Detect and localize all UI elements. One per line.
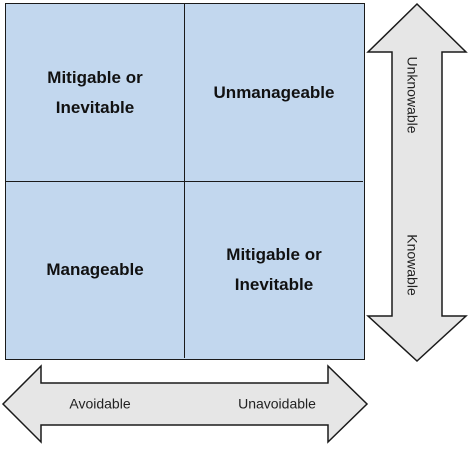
horizontal-arrow-shape	[1, 364, 369, 444]
horizontal-double-arrow: Avoidable Unavoidable	[1, 364, 369, 444]
unavoidable-label: Unavoidable	[238, 396, 316, 412]
quadrant-bottom-right: Mitigable or Inevitable	[226, 245, 322, 294]
vertical-double-arrow: Unknowable Knowable	[366, 2, 468, 363]
quadrant-bottom-left: Manageable	[6, 182, 185, 358]
unknowable-label: Unknowable	[404, 56, 420, 133]
avoidable-label: Avoidable	[69, 396, 130, 412]
knowable-label: Knowable	[404, 234, 420, 296]
quadrant-top-left: Mitigable or Inevitable	[6, 4, 185, 182]
risk-matrix: Mitigable or Inevitable Unmanageable Man…	[5, 3, 365, 360]
quadrant-top-right: Unmanageable	[185, 4, 363, 182]
vertical-arrow-shape	[366, 2, 468, 363]
